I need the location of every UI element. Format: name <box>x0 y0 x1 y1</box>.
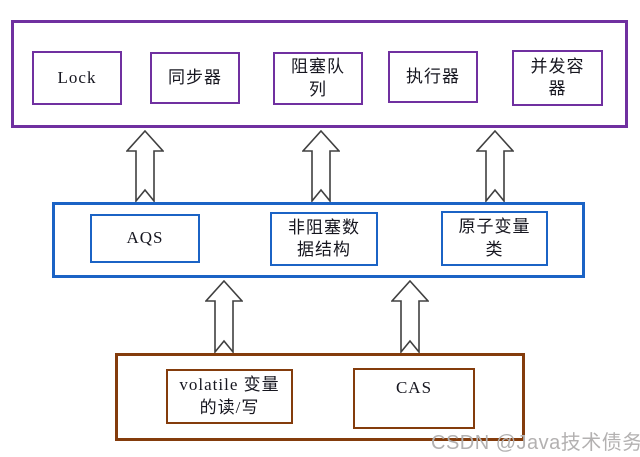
up-arrow-icon <box>126 130 164 202</box>
box-aqs: AQS <box>90 214 200 263</box>
box-cas-label: CAS <box>395 378 433 397</box>
box-nonblocking-data-structure: 非阻塞数 据结构 <box>270 212 378 266</box>
box-atomic-variable-class-label: 原子变量 类 <box>458 217 531 259</box>
up-arrow-icon <box>205 280 243 353</box>
box-atomic-variable-class: 原子变量 类 <box>441 211 548 266</box>
up-arrow-icon <box>391 280 429 353</box>
box-executor: 执行器 <box>388 51 478 103</box>
box-lock-label: Lock <box>57 67 97 87</box>
box-blocking-queue-label: 阻塞队 列 <box>291 57 345 99</box>
box-synchronizer-label: 同步器 <box>168 67 222 87</box>
box-concurrent-container: 并发容 器 <box>512 50 603 106</box>
up-arrow-icon <box>302 130 340 202</box>
box-concurrent-container-label: 并发容 器 <box>530 56 585 98</box>
box-cas: CAS <box>353 368 475 429</box>
csdn-watermark: CSDN @Java技术债务 <box>431 432 640 454</box>
box-lock: Lock <box>32 51 122 105</box>
box-aqs-label: AQS <box>126 228 164 248</box>
box-synchronizer: 同步器 <box>150 52 240 104</box>
box-volatile-read-write-label: volatile 变量 的读/写 <box>179 375 280 417</box>
box-volatile-read-write: volatile 变量 的读/写 <box>166 369 293 424</box>
up-arrow-icon <box>476 130 514 202</box>
box-executor-label: 执行器 <box>406 66 460 86</box>
box-nonblocking-data-structure-label: 非阻塞数 据结构 <box>288 217 360 259</box>
box-blocking-queue: 阻塞队 列 <box>273 52 363 105</box>
